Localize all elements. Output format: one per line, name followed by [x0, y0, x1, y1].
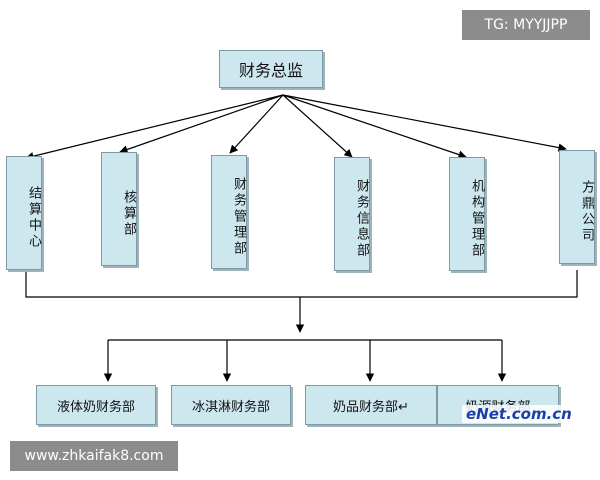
- node-settlement-center: 结算中心: [6, 156, 42, 270]
- node-label: 液体奶财务部: [56, 399, 135, 415]
- node-label: 财务信息部: [354, 179, 369, 259]
- level1-bracket: [25, 270, 578, 298]
- logo-text: eNet.com.cn: [466, 405, 572, 423]
- node-fangding-company: 方鼎公司: [559, 150, 595, 264]
- arrow-to-fangding: [282, 94, 567, 152]
- watermark-bottom-left: www.zhkaifak8.com: [10, 441, 178, 471]
- node-liquid-milk-finance: 液体奶财务部: [36, 385, 156, 425]
- arrow-to-caiwuguanli: [229, 94, 284, 154]
- node-label: 方鼎公司: [579, 180, 594, 244]
- node-label: 奶品财务部↵: [333, 399, 409, 415]
- watermark-text: TG: MYYJJPP: [484, 17, 568, 33]
- watermark-text: www.zhkaifak8.com: [24, 448, 164, 464]
- node-label: 冰淇淋财务部: [191, 399, 270, 415]
- node-institution-management-dept: 机构管理部: [449, 157, 485, 271]
- node-label: 结算中心: [26, 186, 41, 250]
- node-dairy-products-finance: 奶品财务部↵: [305, 385, 437, 425]
- arrow-to-jiesuan: [25, 94, 284, 161]
- arrow-to-caiwuxinxi: [282, 94, 353, 158]
- node-accounting-dept: 核算部: [101, 152, 137, 266]
- watermark-top-right: TG: MYYJJPP: [462, 10, 590, 40]
- root-node-label: 财务总监: [238, 61, 303, 80]
- node-finance-management-dept: 财务管理部: [211, 155, 247, 269]
- node-label: 核算部: [121, 190, 136, 238]
- node-label: 机构管理部: [469, 179, 484, 259]
- arrow-to-jigouguanli: [282, 94, 467, 159]
- root-node-cfo: 财务总监: [219, 50, 323, 88]
- node-finance-information-dept: 财务信息部: [334, 157, 370, 271]
- enet-logo: eNet.com.cn: [462, 405, 576, 423]
- node-ice-cream-finance: 冰淇淋财务部: [171, 385, 291, 425]
- arrow-to-hesuan: [119, 94, 284, 154]
- node-label: 财务管理部: [231, 177, 246, 257]
